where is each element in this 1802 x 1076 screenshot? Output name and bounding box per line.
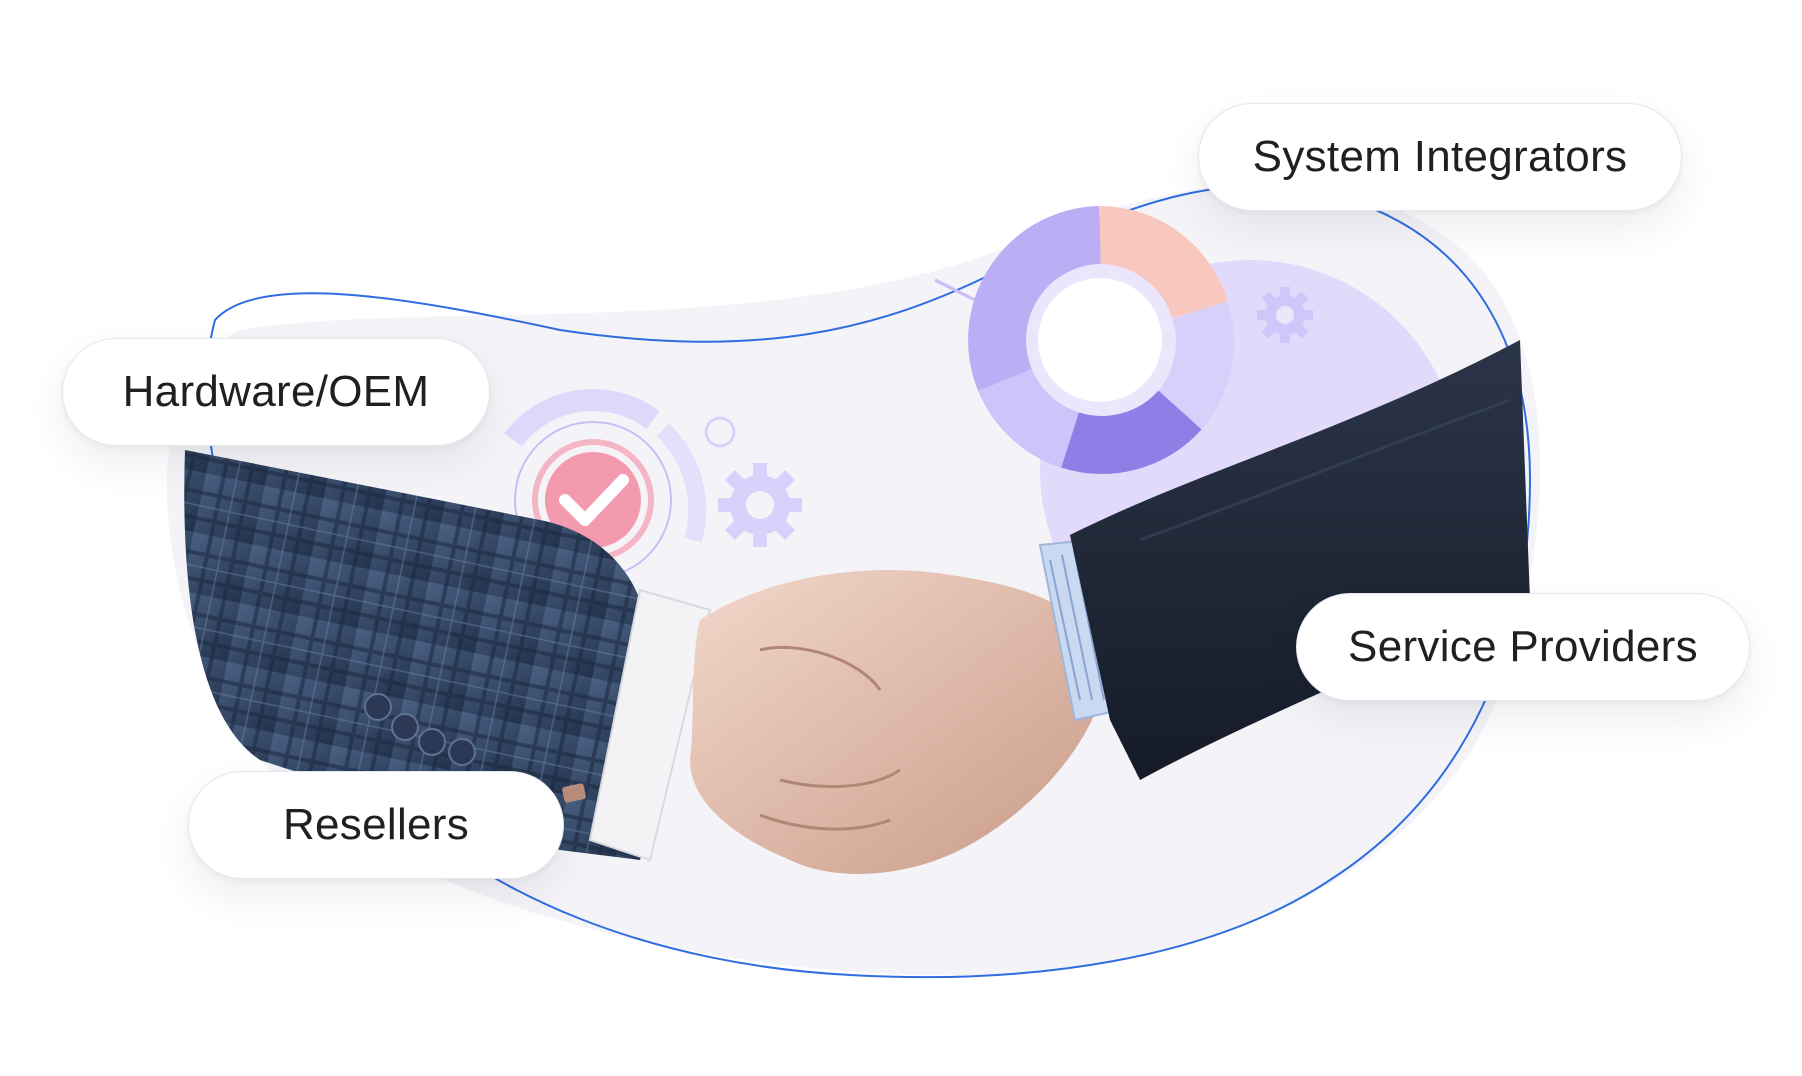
left-cuff [588,588,712,862]
gear-icon-2 [718,463,802,547]
check-icon [559,474,629,526]
clasped-hands [690,570,1100,874]
donut-chart-icon [934,206,1234,474]
left-sleeve [184,450,701,860]
system-integrators-label: System Integrators [1198,103,1682,211]
gear-icon [1257,287,1313,343]
service-providers-label: Service Providers [1296,593,1750,701]
sleeve-buttons [364,693,476,766]
hardware-oem-label: Hardware/OEM [62,338,490,446]
right-sleeve [1070,340,1530,780]
cufflink [562,783,586,803]
check-badge [504,389,707,579]
small-ring [704,416,736,448]
resellers-label: Resellers [188,771,564,879]
